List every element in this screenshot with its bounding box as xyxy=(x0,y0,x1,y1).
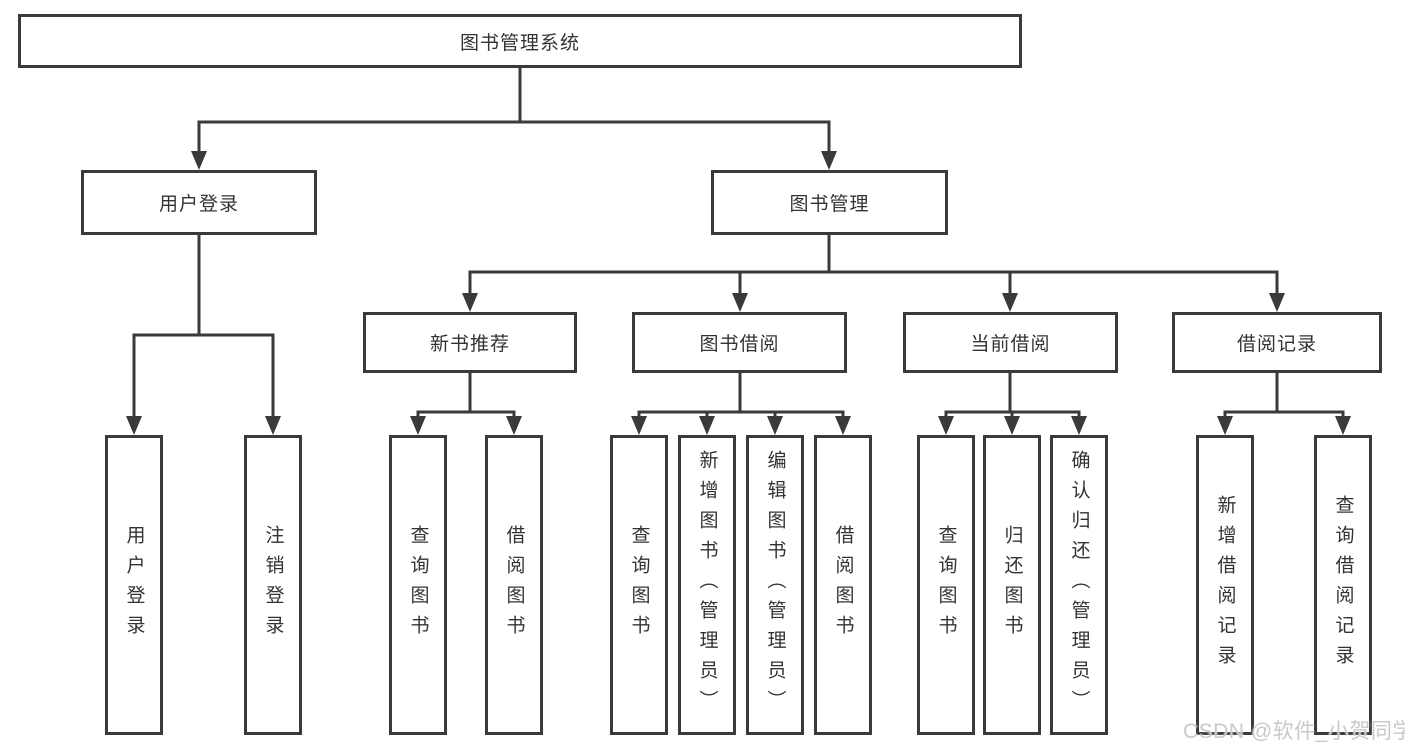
leaf-logout: 注销登录 xyxy=(244,435,302,735)
node-book-borrowing: 图书借阅 xyxy=(632,312,847,373)
leaf-query-books-borrowing: 查询图书 xyxy=(610,435,668,735)
leaf-user-login: 用户登录 xyxy=(105,435,163,735)
node-user-login: 用户登录 xyxy=(81,170,317,235)
csdn-watermark: CSDN @软件_小贺同学 xyxy=(1183,720,1405,743)
leaf-return-books-label: 归还图书 xyxy=(1001,525,1023,645)
leaf-query-borrow-record: 查询借阅记录 xyxy=(1314,435,1372,735)
leaf-borrow-books-recommend: 借阅图书 xyxy=(485,435,543,735)
leaf-query-books-recommend: 查询图书 xyxy=(389,435,447,735)
leaf-edit-books-admin-label: 编辑图书（管理员） xyxy=(764,450,786,720)
leaf-confirm-return-admin-label: 确认归还（管理员） xyxy=(1068,450,1090,720)
node-current-borrowing: 当前借阅 xyxy=(903,312,1118,373)
leaf-query-books-current: 查询图书 xyxy=(917,435,975,735)
leaf-query-borrow-record-label: 查询借阅记录 xyxy=(1332,495,1354,675)
leaf-edit-books-admin: 编辑图书（管理员） xyxy=(746,435,804,735)
node-new-book-recommend-label: 新书推荐 xyxy=(429,334,510,355)
leaf-query-books-recommend-label: 查询图书 xyxy=(407,525,429,645)
leaf-user-login-label: 用户登录 xyxy=(123,525,145,645)
leaf-add-borrow-record: 新增借阅记录 xyxy=(1196,435,1254,735)
node-new-book-recommend: 新书推荐 xyxy=(363,312,577,373)
node-book-borrowing-label: 图书借阅 xyxy=(699,334,780,355)
node-borrowing-records: 借阅记录 xyxy=(1172,312,1382,373)
leaf-add-books-admin-label: 新增图书（管理员） xyxy=(696,450,718,720)
leaf-borrow-books: 借阅图书 xyxy=(814,435,872,735)
leaf-query-books-borrowing-label: 查询图书 xyxy=(628,525,650,645)
leaf-borrow-books-label: 借阅图书 xyxy=(832,525,854,645)
node-book-management: 图书管理 xyxy=(711,170,948,235)
node-book-management-label: 图书管理 xyxy=(789,194,870,215)
leaf-add-books-admin: 新增图书（管理员） xyxy=(678,435,736,735)
leaf-add-borrow-record-label: 新增借阅记录 xyxy=(1214,495,1236,675)
node-user-login-label: 用户登录 xyxy=(158,194,239,215)
node-current-borrowing-label: 当前借阅 xyxy=(970,334,1051,355)
leaf-return-books: 归还图书 xyxy=(983,435,1041,735)
node-root: 图书管理系统 xyxy=(18,14,1022,68)
leaf-borrow-books-recommend-label: 借阅图书 xyxy=(503,525,525,645)
node-borrowing-records-label: 借阅记录 xyxy=(1236,334,1317,355)
leaf-confirm-return-admin: 确认归还（管理员） xyxy=(1050,435,1108,735)
node-root-label: 图书管理系统 xyxy=(459,32,580,54)
leaf-logout-label: 注销登录 xyxy=(262,525,284,645)
leaf-query-books-current-label: 查询图书 xyxy=(935,525,957,645)
